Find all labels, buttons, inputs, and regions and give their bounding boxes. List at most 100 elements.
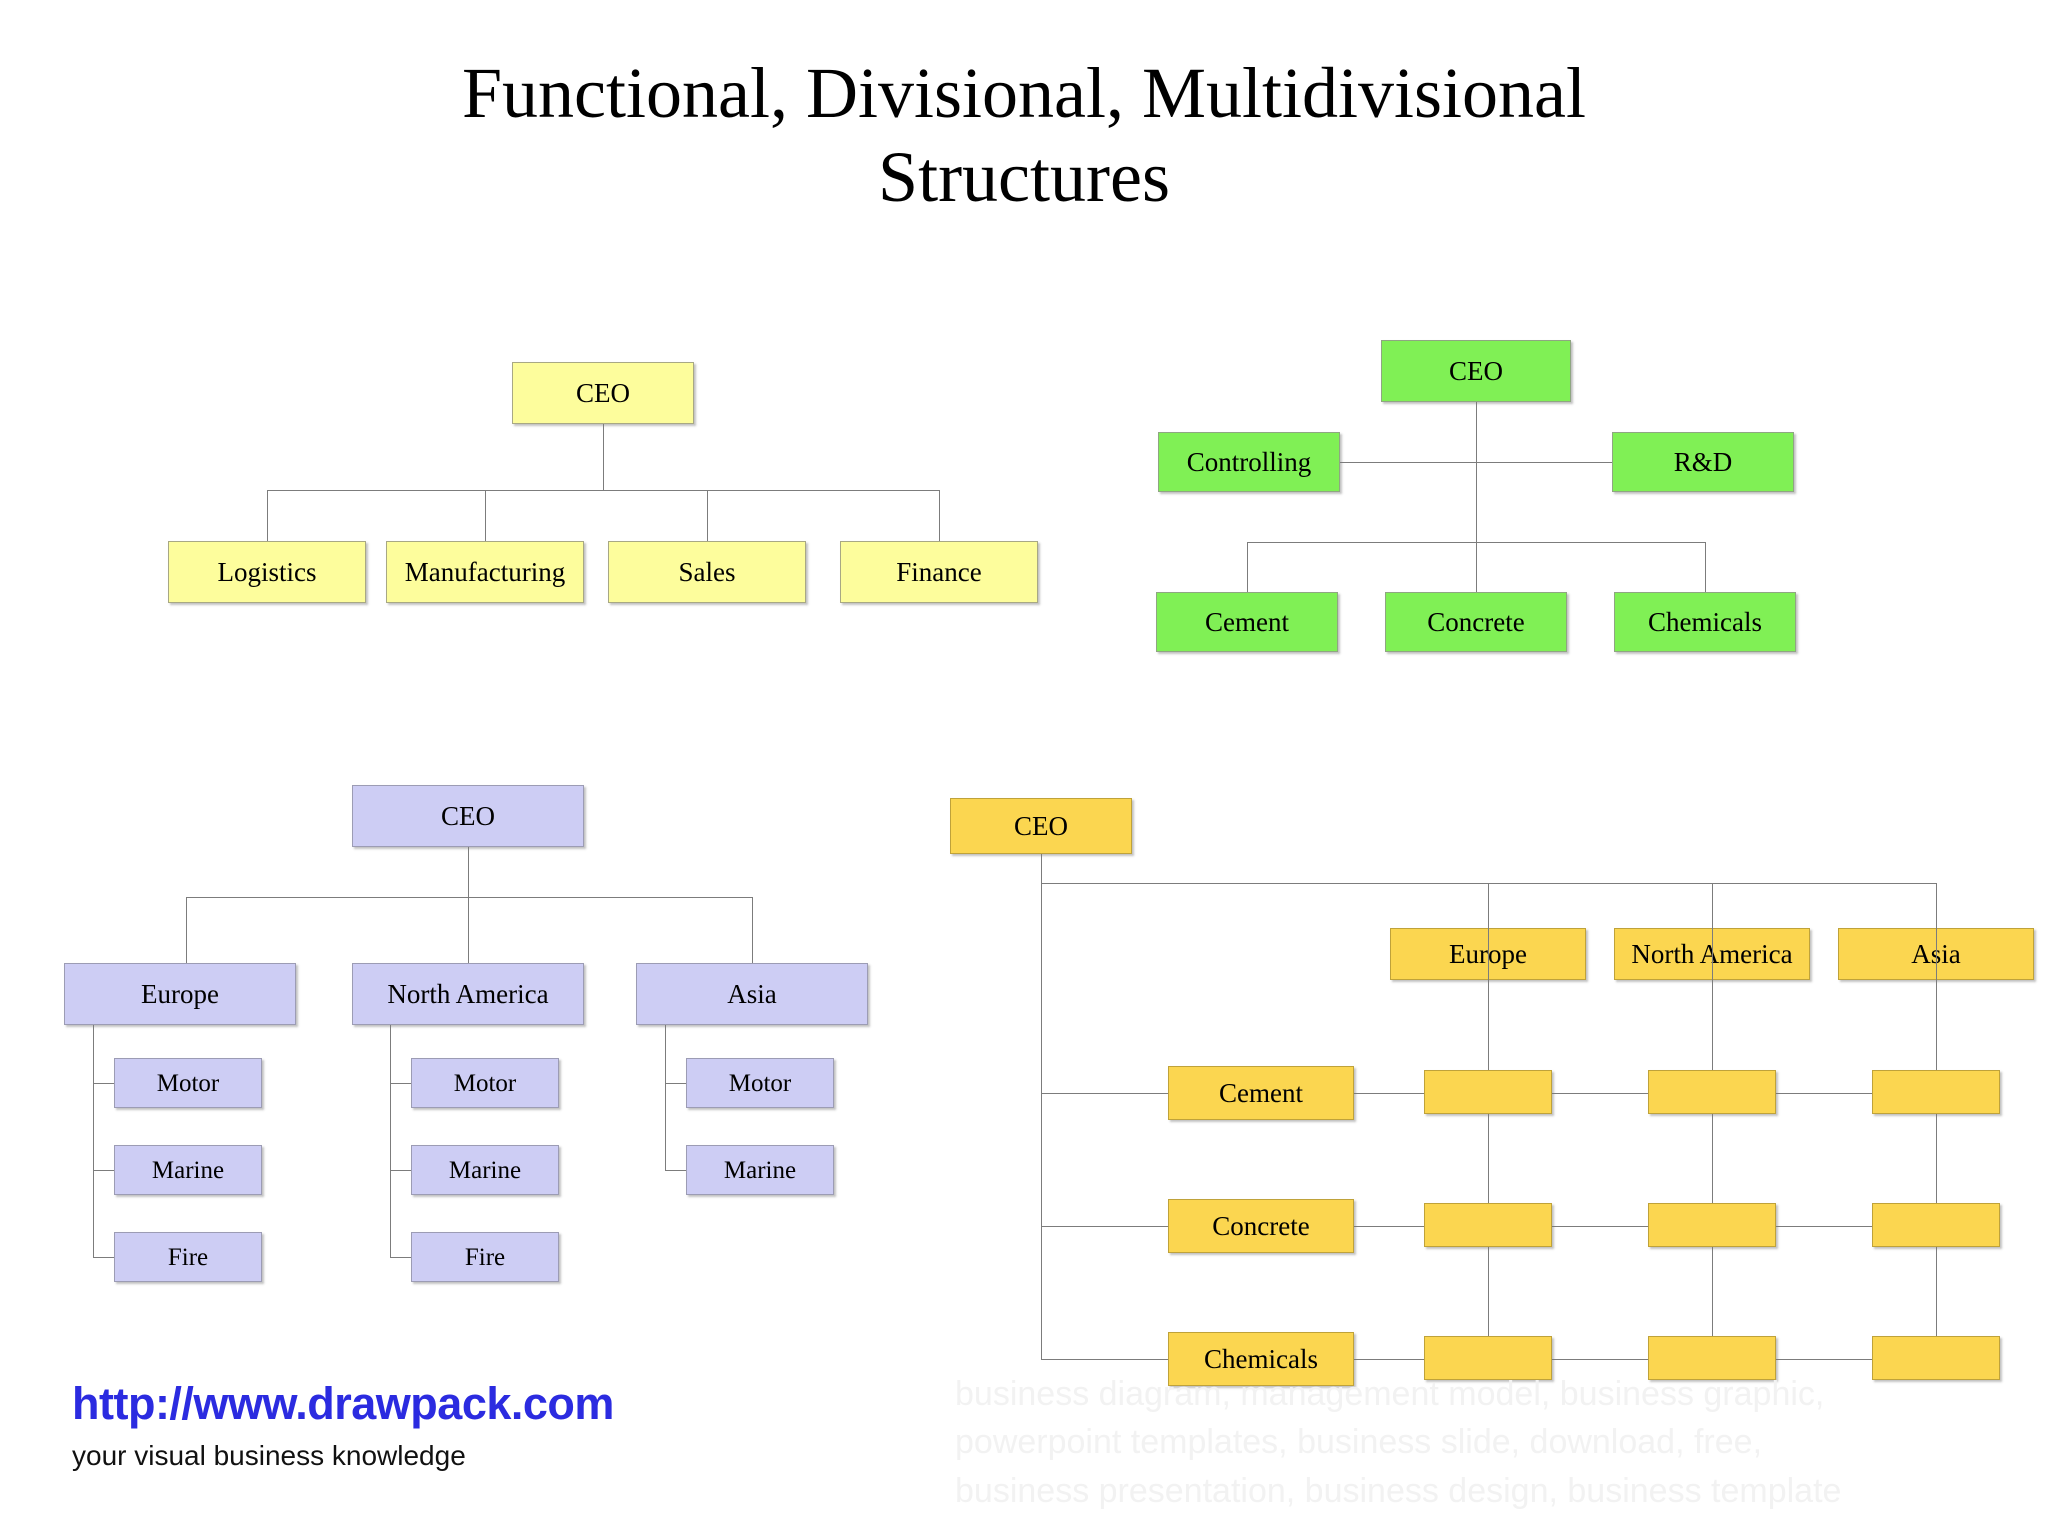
divisional-staff-label: R&D	[1673, 446, 1733, 477]
functional-child-finance[interactable]: Finance	[840, 541, 1038, 603]
matrix-row-label: Chemicals	[1204, 1343, 1318, 1374]
geographic-europe-rail	[93, 1025, 94, 1257]
geographic-region-label: Asia	[727, 978, 777, 1009]
matrix-cell[interactable]	[1424, 1203, 1552, 1247]
matrix-ceo-box[interactable]: CEO	[950, 798, 1132, 854]
geographic-root-stem	[468, 847, 469, 897]
functional-child-manufacturing[interactable]: Manufacturing	[386, 541, 584, 603]
geographic-unit-label: Fire	[464, 1243, 506, 1271]
geographic-region-label: North America	[387, 978, 549, 1009]
divisional-spine	[1476, 402, 1477, 607]
geographic-asia-elbow-1	[665, 1083, 686, 1084]
matrix-left-spine	[1041, 883, 1042, 1360]
divisional-staff-rd[interactable]: R&D	[1612, 432, 1794, 492]
functional-child-logistics[interactable]: Logistics	[168, 541, 366, 603]
drawpack-url-link[interactable]: http://www.drawpack.com	[72, 1378, 614, 1429]
geographic-unit-box[interactable]: Motor	[686, 1058, 834, 1108]
matrix-row-cement[interactable]: Cement	[1168, 1066, 1354, 1120]
geographic-unit-label: Motor	[156, 1069, 220, 1097]
geographic-unit-box[interactable]: Marine	[114, 1145, 262, 1195]
watermark-text: business diagram, management model, busi…	[955, 1370, 1841, 1515]
geographic-north-america-rail	[390, 1025, 391, 1257]
geographic-region-europe[interactable]: Europe	[64, 963, 296, 1025]
geographic-unit-label: Marine	[151, 1156, 225, 1184]
divisional-staff-controlling[interactable]: Controlling	[1158, 432, 1340, 492]
geographic-north-america-elbow-2	[390, 1170, 411, 1171]
functional-root-stem	[603, 424, 604, 490]
divisional-division-label: Cement	[1205, 606, 1289, 637]
divisional-division-label: Concrete	[1427, 606, 1525, 637]
geographic-region-label: Europe	[141, 978, 219, 1009]
functional-drop-4	[939, 490, 940, 541]
geographic-europe-elbow-2	[93, 1170, 114, 1171]
matrix-column-rail-1	[1488, 883, 1489, 1360]
watermark-line-2: powerpoint templates, business slide, do…	[955, 1423, 1763, 1462]
matrix-column-label: North America	[1631, 938, 1793, 969]
divisional-drop-2	[1476, 542, 1477, 592]
divisional-ceo-label: CEO	[1449, 355, 1503, 386]
geographic-unit-box[interactable]: Fire	[411, 1232, 559, 1282]
geographic-ceo-box[interactable]: CEO	[352, 785, 584, 847]
functional-drop-1	[267, 490, 268, 541]
geographic-unit-box[interactable]: Fire	[114, 1232, 262, 1282]
functional-child-sales[interactable]: Sales	[608, 541, 806, 603]
geographic-region-asia[interactable]: Asia	[636, 963, 868, 1025]
geographic-north-america-elbow-3	[390, 1257, 411, 1258]
matrix-cell[interactable]	[1872, 1336, 2000, 1380]
divisional-staff-crossbar	[1340, 462, 1612, 463]
divisional-ceo-box[interactable]: CEO	[1381, 340, 1571, 402]
functional-bus-line	[267, 490, 939, 491]
title-line-1: Functional, Divisional, Multidivisional	[462, 53, 1586, 133]
matrix-root-stem	[1041, 854, 1042, 883]
geographic-unit-label: Marine	[723, 1156, 797, 1184]
geographic-unit-box[interactable]: Motor	[114, 1058, 262, 1108]
matrix-row-label: Concrete	[1212, 1210, 1310, 1241]
watermark-line-3: business presentation, business design, …	[955, 1471, 1842, 1510]
functional-drop-2	[485, 490, 486, 541]
divisional-division-chemicals[interactable]: Chemicals	[1614, 592, 1796, 652]
divisional-drop-3	[1705, 542, 1706, 592]
functional-child-label: Logistics	[217, 556, 317, 587]
geographic-unit-label: Marine	[448, 1156, 522, 1184]
geographic-unit-box[interactable]: Marine	[411, 1145, 559, 1195]
title-line-2: Structures	[878, 136, 1170, 217]
matrix-cell[interactable]	[1424, 1070, 1552, 1114]
geographic-asia-elbow-2	[665, 1170, 686, 1171]
matrix-column-rail-3	[1936, 883, 1937, 1360]
matrix-row-label: Cement	[1219, 1077, 1303, 1108]
geographic-asia-rail	[665, 1025, 666, 1170]
matrix-cell[interactable]	[1648, 1336, 1776, 1380]
functional-child-label: Sales	[678, 556, 736, 587]
geographic-europe-elbow-1	[93, 1083, 114, 1084]
geographic-unit-box[interactable]: Marine	[686, 1145, 834, 1195]
matrix-cell[interactable]	[1424, 1336, 1552, 1380]
matrix-ceo-label: CEO	[1014, 810, 1068, 841]
geographic-unit-label: Motor	[728, 1069, 792, 1097]
functional-child-label: Finance	[896, 556, 982, 587]
matrix-cell[interactable]	[1648, 1203, 1776, 1247]
divisional-division-label: Chemicals	[1648, 606, 1762, 637]
geographic-unit-label: Motor	[453, 1069, 517, 1097]
matrix-cell[interactable]	[1872, 1070, 2000, 1114]
divisional-division-concrete[interactable]: Concrete	[1385, 592, 1567, 652]
geographic-drop-2	[468, 897, 469, 963]
matrix-row-chemicals[interactable]: Chemicals	[1168, 1332, 1354, 1386]
divisional-division-cement[interactable]: Cement	[1156, 592, 1338, 652]
geographic-drop-3	[752, 897, 753, 963]
functional-ceo-box[interactable]: CEO	[512, 362, 694, 424]
geographic-region-north-america[interactable]: North America	[352, 963, 584, 1025]
matrix-row-concrete[interactable]: Concrete	[1168, 1199, 1354, 1253]
matrix-cell[interactable]	[1648, 1070, 1776, 1114]
functional-ceo-label: CEO	[576, 377, 630, 408]
page-title: Functional, Divisional, Multidivisional …	[0, 52, 2048, 219]
functional-child-label: Manufacturing	[404, 556, 566, 587]
divisional-staff-label: Controlling	[1186, 446, 1312, 477]
geographic-unit-box[interactable]: Motor	[411, 1058, 559, 1108]
brand-tagline: your visual business knowledge	[72, 1440, 466, 1471]
matrix-cell[interactable]	[1872, 1203, 2000, 1247]
matrix-column-rail-2	[1712, 883, 1713, 1360]
geographic-europe-elbow-3	[93, 1257, 114, 1258]
geographic-ceo-label: CEO	[441, 800, 495, 831]
geographic-north-america-elbow-1	[390, 1083, 411, 1084]
